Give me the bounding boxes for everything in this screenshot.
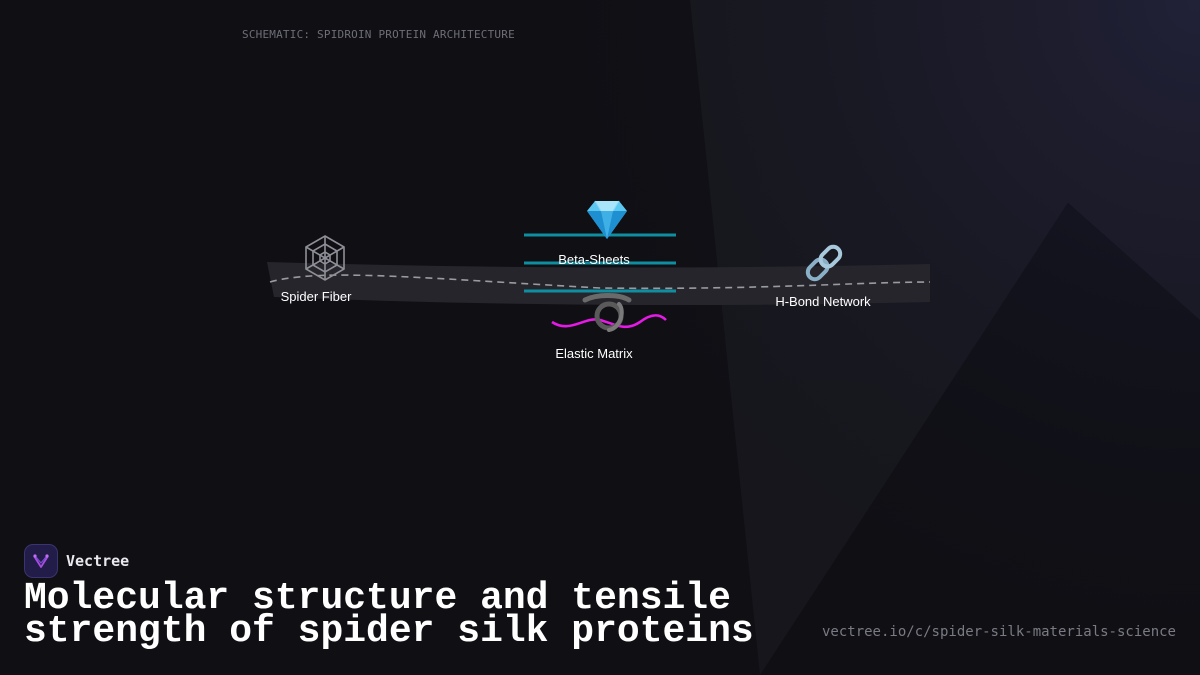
node-label-beta-sheets: Beta-Sheets bbox=[558, 252, 630, 267]
node-label-elastic-matrix: Elastic Matrix bbox=[555, 346, 633, 361]
spider-web-icon bbox=[305, 235, 345, 281]
vectree-logo-icon bbox=[24, 544, 58, 578]
gem-icon bbox=[587, 200, 627, 239]
brand-name: Vectree bbox=[66, 552, 130, 570]
brand[interactable]: Vectree bbox=[24, 544, 129, 578]
node-label-hbond-network: H-Bond Network bbox=[775, 294, 871, 309]
curly-loop-icon bbox=[582, 293, 632, 332]
elastic-wave bbox=[551, 314, 667, 329]
page-title: Molecular structure and tensile strength… bbox=[24, 577, 754, 653]
source-url[interactable]: vectree.io/c/spider-silk-materials-scien… bbox=[821, 624, 1176, 640]
fiber-band bbox=[267, 262, 930, 306]
node-label-spider-fiber: Spider Fiber bbox=[280, 289, 352, 304]
link-icon bbox=[805, 244, 843, 282]
schematic-label: SCHEMATIC: SPIDROIN PROTEIN ARCHITECTURE bbox=[242, 28, 515, 41]
